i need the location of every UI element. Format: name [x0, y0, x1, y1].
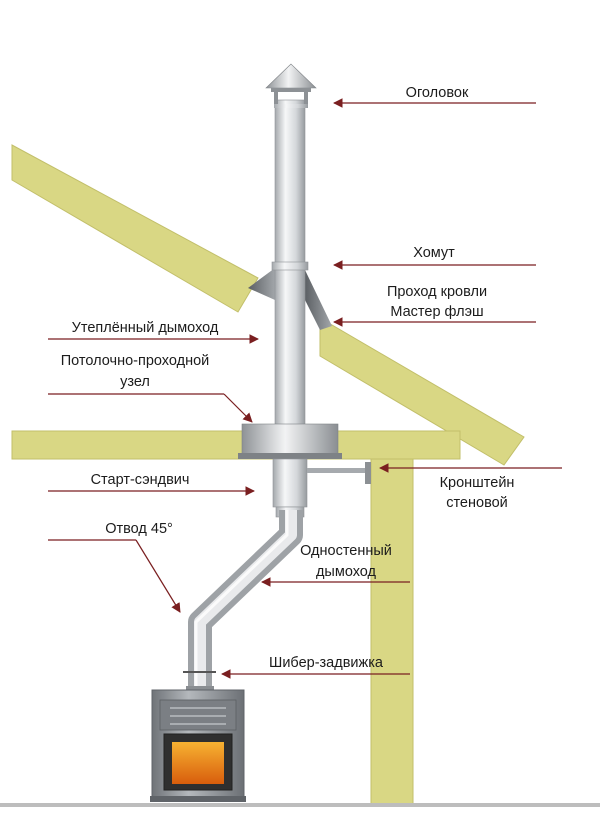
label-ceiling-1: Потолочно-проходной [61, 353, 210, 369]
rafter-right [319, 317, 525, 466]
label-roof-pass-2: Мастер флэш [390, 304, 483, 320]
label-insulated: Утеплённый дымоход [72, 320, 219, 336]
wall-bracket [307, 462, 371, 484]
label-roof-pass-1: Проход кровли [387, 284, 487, 300]
single-wall-flue [183, 510, 303, 690]
floor-line [0, 803, 600, 807]
label-start-sandwich: Старт-сэндвич [91, 472, 190, 488]
label-cap: Оголовок [406, 85, 469, 101]
ceiling-pass-unit [238, 423, 342, 459]
label-bracket-1: Кронштейн [440, 475, 515, 491]
label-clamp: Хомут [413, 245, 455, 261]
rafter-left [11, 144, 259, 313]
pipe-clamp [271, 261, 309, 271]
start-sandwich [272, 458, 308, 518]
label-elbow: Отвод 45° [105, 521, 173, 537]
roof-flashing [248, 268, 332, 330]
stove-fire [172, 742, 224, 784]
wall-post [370, 458, 414, 805]
stove [150, 686, 246, 802]
leader-ceiling-b [223, 393, 253, 423]
insulated-chimney [271, 99, 309, 431]
leader-lines [48, 98, 562, 679]
label-bracket-2: стеновой [446, 495, 508, 511]
label-single-2: дымоход [316, 564, 377, 580]
chimney-cap [265, 63, 317, 108]
label-damper: Шибер-задвижка [269, 655, 384, 671]
labels: Оголовок Хомут Проход кровли Мастер флэш… [61, 85, 515, 671]
label-single-1: Одностенный [300, 543, 392, 559]
roof-rafters [11, 144, 525, 466]
label-ceiling-2: узел [120, 374, 150, 390]
ceiling-beam [11, 430, 461, 460]
leader-elbow-b [135, 539, 181, 613]
